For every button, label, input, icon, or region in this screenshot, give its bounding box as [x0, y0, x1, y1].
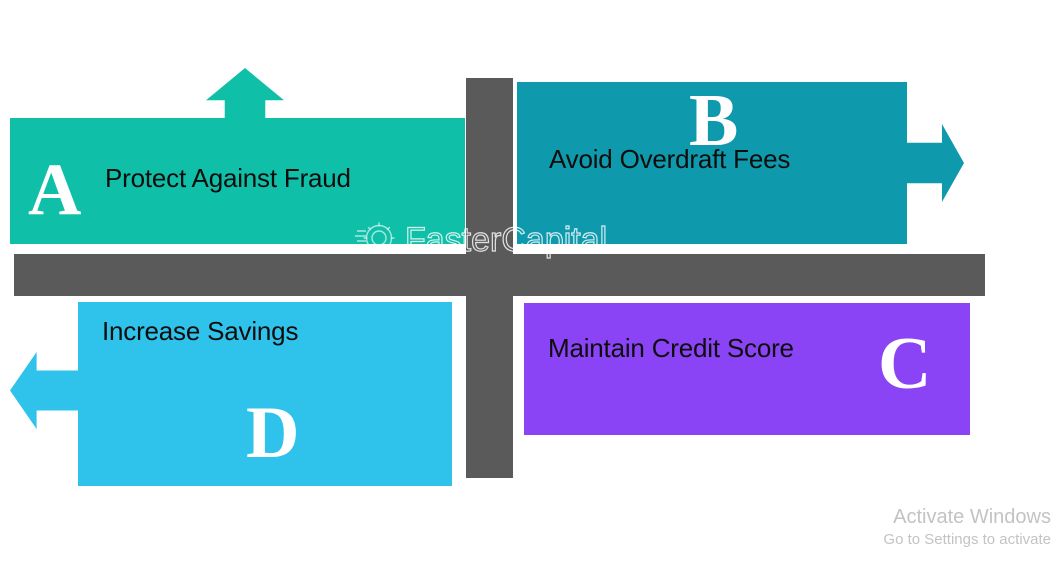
arrow-left-icon	[10, 352, 80, 429]
quadrant-b-body	[517, 82, 907, 244]
quadrant-d-label: Increase Savings	[102, 316, 299, 346]
quadrant-c-letter: C	[878, 323, 932, 405]
activation-title: Activate Windows	[893, 506, 1051, 528]
quadrant-a[interactable]: A Protect Against Fraud	[10, 68, 465, 244]
quadrant-b-label: Avoid Overdraft Fees	[549, 144, 791, 174]
quadrant-a-label: Protect Against Fraud	[105, 163, 351, 193]
quadrant-c-body	[524, 303, 970, 435]
activation-subtitle: Go to Settings to activate	[883, 531, 1051, 548]
arrow-right-icon	[906, 124, 964, 202]
windows-activation-notice: Activate Windows Go to Settings to activ…	[821, 505, 1051, 549]
quadrant-b-letter: B	[689, 80, 739, 162]
quadrant-d[interactable]: D Increase Savings	[10, 302, 452, 486]
quadrant-c-label: Maintain Credit Score	[548, 333, 794, 363]
quadrant-d-letter: D	[246, 392, 300, 474]
quadrant-a-letter: A	[28, 149, 82, 231]
arrow-up-icon	[206, 68, 284, 120]
quadrant-b[interactable]: B Avoid Overdraft Fees	[517, 80, 964, 244]
quadrant-c[interactable]: C Maintain Credit Score	[524, 303, 970, 435]
quadrant-d-body	[78, 302, 452, 486]
divider-horizontal	[14, 254, 985, 296]
